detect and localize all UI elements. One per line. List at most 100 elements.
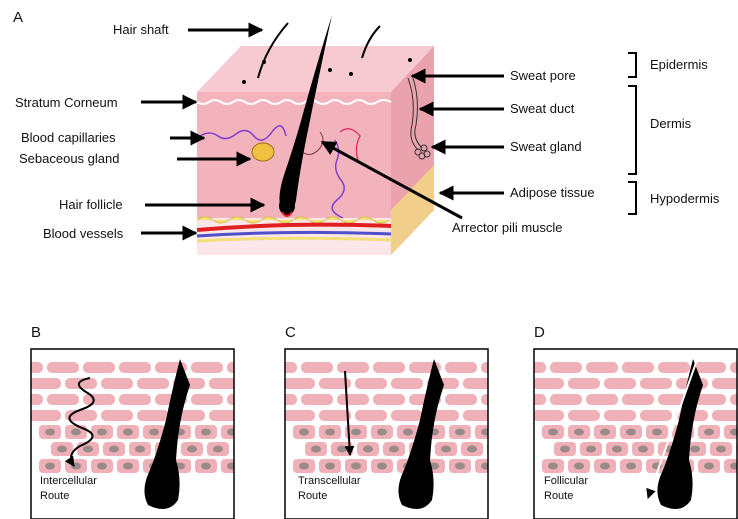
corneocyte-cell bbox=[514, 394, 546, 405]
corneocyte-cell bbox=[101, 378, 133, 389]
epidermal-cell bbox=[487, 442, 509, 456]
cell-nucleus bbox=[455, 429, 465, 436]
corneocyte-cell bbox=[47, 362, 79, 373]
cell-nucleus bbox=[97, 429, 107, 436]
cell-nucleus bbox=[123, 429, 133, 436]
route-label-line2: Route bbox=[298, 490, 327, 502]
corneocyte-cell bbox=[568, 410, 600, 421]
corneocyte-cell bbox=[391, 378, 423, 389]
corneocyte-cell bbox=[622, 362, 654, 373]
label-hair-follicle: Hair follicle bbox=[59, 197, 123, 212]
corneocyte-cell bbox=[586, 394, 618, 405]
cell-nucleus bbox=[71, 429, 81, 436]
cell-nucleus bbox=[638, 446, 648, 453]
label-adipose-tissue: Adipose tissue bbox=[510, 185, 595, 200]
corneocyte-cell bbox=[481, 394, 513, 405]
cell-nucleus bbox=[363, 446, 373, 453]
corneocyte-cell bbox=[532, 410, 564, 421]
corneocyte-cell bbox=[550, 394, 582, 405]
cell-nucleus bbox=[201, 463, 211, 470]
cell-nucleus bbox=[45, 463, 55, 470]
label-arrector-pili-muscle: Arrector pili muscle bbox=[452, 220, 563, 235]
cell-nucleus bbox=[57, 446, 67, 453]
corneocyte-cell bbox=[227, 394, 259, 405]
cell-nucleus bbox=[97, 463, 107, 470]
corneocyte-cell bbox=[11, 362, 43, 373]
route-label-line2: Route bbox=[40, 490, 69, 502]
cell-nucleus bbox=[548, 429, 558, 436]
corneocyte-cell bbox=[640, 410, 672, 421]
corneocyte-cell bbox=[604, 378, 636, 389]
corneocyte-cell bbox=[29, 410, 61, 421]
corneocyte-cell bbox=[29, 378, 61, 389]
epidermal-cell bbox=[233, 442, 255, 456]
cell-nucleus bbox=[45, 429, 55, 436]
cell-nucleus bbox=[337, 446, 347, 453]
corneocyte-cell bbox=[137, 410, 169, 421]
cell-nucleus bbox=[351, 463, 361, 470]
label-sweat-duct: Sweat duct bbox=[510, 101, 575, 116]
cell-nucleus bbox=[455, 463, 465, 470]
cell-nucleus bbox=[135, 446, 145, 453]
label-hypodermis: Hypodermis bbox=[650, 191, 720, 206]
cell-nucleus bbox=[626, 429, 636, 436]
cell-nucleus bbox=[149, 429, 159, 436]
cell-nucleus bbox=[704, 463, 714, 470]
corneocyte-cell bbox=[463, 378, 495, 389]
corneocyte-cell bbox=[119, 394, 151, 405]
bracket-dermis bbox=[628, 86, 636, 174]
cell-nucleus bbox=[325, 429, 335, 436]
panel-c-letter: C bbox=[285, 324, 296, 341]
cell-nucleus bbox=[403, 429, 413, 436]
corneocyte-cell bbox=[283, 410, 315, 421]
corneocyte-cell bbox=[101, 410, 133, 421]
corneocyte-cell bbox=[11, 394, 43, 405]
corneocyte-cell bbox=[568, 378, 600, 389]
panel-d: D Follicular Route bbox=[514, 324, 738, 519]
route-label-line1: Intercellular bbox=[40, 475, 97, 487]
cell-nucleus bbox=[704, 429, 714, 436]
corneocyte-cell bbox=[119, 362, 151, 373]
corneocyte-cell bbox=[83, 394, 115, 405]
cell-nucleus bbox=[481, 463, 491, 470]
corneocyte-cell bbox=[209, 378, 241, 389]
label-stratum-corneum: Stratum Corneum bbox=[15, 95, 118, 110]
panel-d-letter: D bbox=[534, 324, 545, 341]
cell-nucleus bbox=[299, 429, 309, 436]
corneocyte-cell bbox=[47, 394, 79, 405]
cell-nucleus bbox=[227, 429, 237, 436]
corneocyte-cell bbox=[137, 378, 169, 389]
corneocyte-cell bbox=[373, 362, 405, 373]
cell-nucleus bbox=[299, 463, 309, 470]
corneocyte-cell bbox=[301, 394, 333, 405]
cell-nucleus bbox=[123, 463, 133, 470]
corneocyte-cell bbox=[712, 410, 738, 421]
corneocyte-cell bbox=[445, 394, 477, 405]
cell-nucleus bbox=[560, 446, 570, 453]
label-blood-capillaries: Blood capillaries bbox=[21, 130, 116, 145]
corneocyte-cell bbox=[586, 362, 618, 373]
cell-nucleus bbox=[548, 463, 558, 470]
route-label-line1: Transcellular bbox=[298, 475, 361, 487]
corneocyte-cell bbox=[227, 362, 259, 373]
cell-nucleus bbox=[690, 446, 700, 453]
corneocyte-cell bbox=[514, 362, 546, 373]
cell-nucleus bbox=[83, 446, 93, 453]
cell-nucleus bbox=[109, 446, 119, 453]
corneocyte-cell bbox=[463, 410, 495, 421]
cell-nucleus bbox=[626, 463, 636, 470]
cell-nucleus bbox=[187, 446, 197, 453]
bracket-epidermis bbox=[628, 53, 636, 77]
corneocyte-cell bbox=[445, 362, 477, 373]
route-label-line2: Route bbox=[544, 490, 573, 502]
label-sweat-pore: Sweat pore bbox=[510, 68, 576, 83]
label-blood-vessels: Blood vessels bbox=[43, 226, 124, 241]
cell-nucleus bbox=[213, 446, 223, 453]
cell-nucleus bbox=[377, 463, 387, 470]
bracket-hypodermis bbox=[628, 182, 636, 214]
corneocyte-cell bbox=[319, 410, 351, 421]
cell-nucleus bbox=[574, 429, 584, 436]
corneocyte-cell bbox=[301, 362, 333, 373]
corneocyte-cell bbox=[622, 394, 654, 405]
